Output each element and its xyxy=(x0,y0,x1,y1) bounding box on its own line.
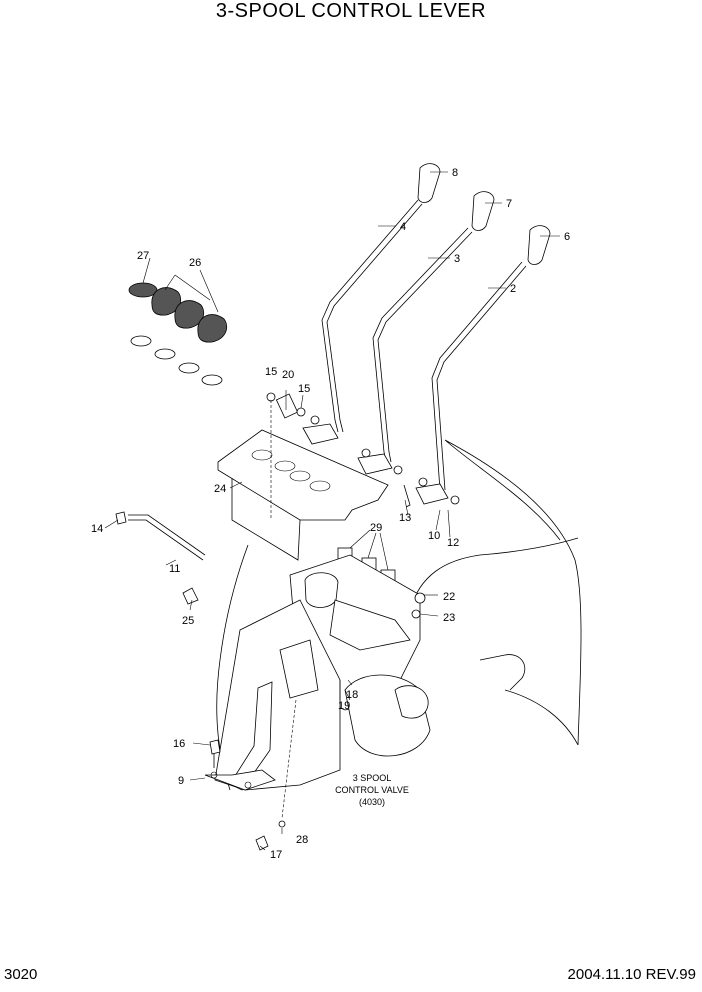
cabin-outline xyxy=(216,439,582,791)
valve-note-line-2: CONTROL VALVE xyxy=(335,785,409,795)
valve-note-line-1: 3 SPOOL xyxy=(353,773,392,783)
lever-2-assembly xyxy=(431,225,551,491)
knob-8 xyxy=(417,163,441,203)
knob-7 xyxy=(471,191,495,231)
callout-23: 23 xyxy=(443,612,455,624)
callout-labels: 8 7 6 4 3 2 27 26 15 20 15 24 14 11 25 1… xyxy=(91,167,570,861)
callout-27: 27 xyxy=(137,250,149,262)
callout-2: 2 xyxy=(510,283,516,295)
callout-16: 16 xyxy=(173,738,185,750)
callout-22: 22 xyxy=(443,591,455,603)
callout-24: 24 xyxy=(214,483,226,495)
lever-3-assembly xyxy=(372,191,495,463)
lever-boots xyxy=(128,282,228,386)
callout-19: 19 xyxy=(338,700,350,712)
fasteners xyxy=(182,587,286,851)
callout-17: 17 xyxy=(270,849,282,861)
callout-4: 4 xyxy=(400,221,406,233)
callout-20: 20 xyxy=(282,369,294,381)
page-number: 3020 xyxy=(4,966,38,983)
floor-outline xyxy=(479,654,579,746)
callout-11: 11 xyxy=(169,563,180,575)
callout-8: 8 xyxy=(452,167,458,179)
callout-7: 7 xyxy=(506,198,512,210)
valve-note-line-3: (4030) xyxy=(359,797,385,807)
callout-29: 29 xyxy=(370,522,382,534)
pivot-brackets xyxy=(266,392,460,508)
valve-reference-note: 3 SPOOL CONTROL VALVE (4030) xyxy=(335,773,409,807)
callout-28: 28 xyxy=(296,834,308,846)
page-title: 3-SPOOL CONTROL LEVER xyxy=(215,0,487,22)
revision-stamp: 2004.11.10 REV.99 xyxy=(567,966,696,983)
callout-12: 12 xyxy=(447,537,459,549)
callout-18: 18 xyxy=(346,689,358,701)
callout-6: 6 xyxy=(564,231,570,243)
rod-11 xyxy=(115,511,206,561)
callout-3: 3 xyxy=(454,253,460,265)
callout-14: 14 xyxy=(91,523,103,535)
callout-25: 25 xyxy=(182,615,194,627)
knob-6 xyxy=(527,225,551,265)
mounting-frame-9 xyxy=(204,599,341,791)
callout-10: 10 xyxy=(428,530,440,542)
lever-4-assembly xyxy=(321,163,441,433)
callout-13: 13 xyxy=(399,512,411,524)
callout-9: 9 xyxy=(178,775,184,787)
leader-lines xyxy=(104,171,560,851)
callout-15-a: 15 xyxy=(265,366,277,378)
cover-plate-24 xyxy=(217,429,389,561)
callout-26: 26 xyxy=(189,257,201,269)
callout-15-b: 15 xyxy=(298,383,310,395)
